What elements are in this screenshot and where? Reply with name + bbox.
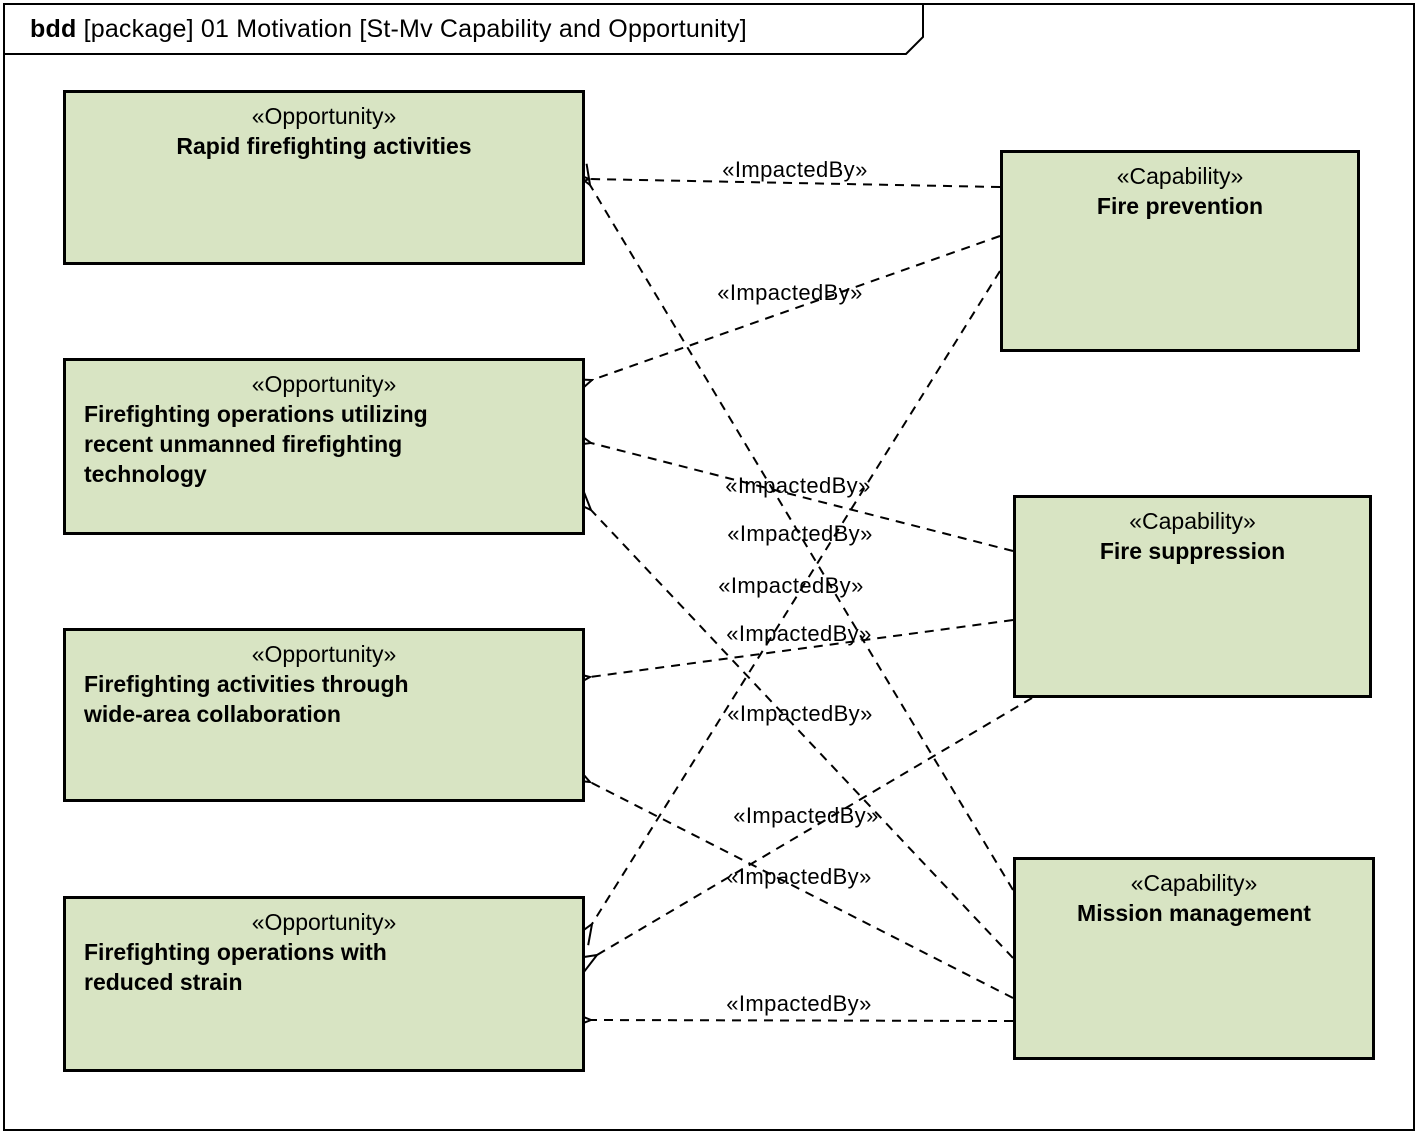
edge-fireprevention-reducedstrain[interactable] — [592, 270, 1001, 924]
edge-label-impactedby[interactable]: «ImpactedBy» — [718, 573, 864, 598]
node-opportunity-rapid-firefighting[interactable]: «Opportunity» Rapid firefighting activit… — [63, 90, 585, 265]
node-name: Fire prevention — [1096, 193, 1264, 219]
stereotype-label: «Capability» — [1129, 508, 1256, 534]
node-opportunity-reduced-strain[interactable]: «Opportunity» Firefighting operations wi… — [63, 896, 585, 1072]
node-capability-fire-prevention[interactable]: «Capability» Fire prevention — [1000, 150, 1360, 352]
stereotype-label: «Capability» — [1130, 870, 1258, 896]
edge-firesuppression-unmanned[interactable] — [591, 443, 1014, 552]
edge-fireprevention-unmanned[interactable] — [592, 235, 1001, 380]
node-name: Firefighting activities through wide-are… — [84, 671, 409, 727]
node-name: Mission management — [1077, 900, 1311, 926]
node-opportunity-wide-area-collaboration[interactable]: «Opportunity» Firefighting activities th… — [63, 628, 585, 802]
edge-label-impactedby[interactable]: «ImpactedBy» — [727, 701, 873, 726]
stereotype-label: «Opportunity» — [251, 371, 397, 397]
edge-missionmanagement-unmanned[interactable] — [591, 510, 1014, 959]
diagram-title-text: [package] 01 Motivation [St-Mv Capabilit… — [76, 15, 747, 43]
node-capability-mission-management[interactable]: «Capability» Mission management — [1013, 857, 1375, 1060]
stereotype-label: «Capability» — [1116, 163, 1244, 189]
edge-label-impactedby[interactable]: «ImpactedBy» — [726, 621, 872, 646]
node-capability-fire-suppression[interactable]: «Capability» Fire suppression — [1013, 495, 1372, 698]
stereotype-label: «Opportunity» — [251, 641, 397, 667]
title-tab-outline — [4, 4, 924, 55]
node-name: Rapid firefighting activities — [176, 133, 472, 159]
edge-label-impactedby[interactable]: «ImpactedBy» — [727, 521, 873, 546]
edge-label-impactedby[interactable]: «ImpactedBy» — [725, 473, 871, 498]
node-name: Firefighting operations with reduced str… — [84, 939, 387, 995]
edge-label-impactedby[interactable]: «ImpactedBy» — [717, 280, 863, 305]
stereotype-label: «Opportunity» — [251, 909, 397, 935]
node-opportunity-unmanned-technology[interactable]: «Opportunity» Firefighting operations ut… — [63, 358, 585, 535]
stereotype-label: «Opportunity» — [251, 103, 397, 129]
edge-missionmanagement-reducedstrain[interactable] — [591, 1020, 1014, 1021]
diagram-frame — [3, 3, 1415, 1131]
edge-label-impactedby[interactable]: «ImpactedBy» — [726, 991, 872, 1016]
edge-firesuppression-reducedstrain[interactable] — [597, 697, 1033, 955]
diagram-title: bdd [package] 01 Motivation [St-Mv Capab… — [30, 15, 747, 44]
edge-label-impactedby[interactable]: «ImpactedBy» — [726, 864, 872, 889]
node-name: Firefighting operations utilizing recent… — [84, 401, 428, 487]
edge-label-impactedby[interactable]: «ImpactedBy» — [722, 157, 868, 182]
node-name: Fire suppression — [1099, 538, 1286, 564]
diagram-kind-label: bdd — [30, 15, 77, 43]
edge-fireprevention-rapid[interactable] — [589, 179, 1001, 188]
edge-label-impactedby[interactable]: «ImpactedBy» — [733, 803, 879, 828]
edge-firesuppression-widearea[interactable] — [590, 619, 1014, 677]
